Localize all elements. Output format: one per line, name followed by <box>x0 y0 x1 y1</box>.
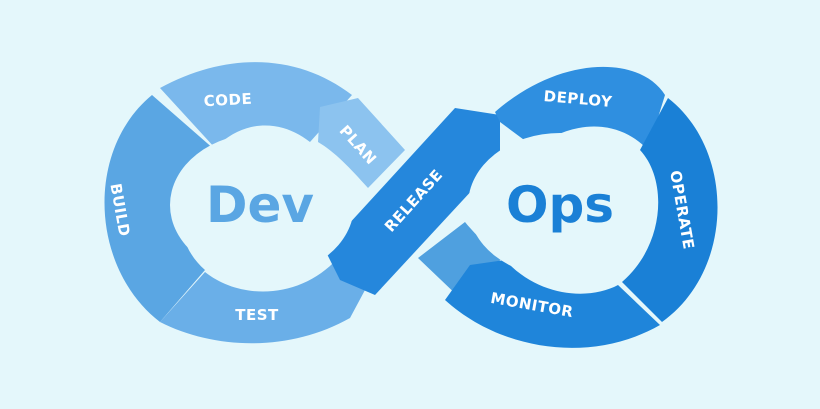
label-test: TEST <box>235 306 279 324</box>
segment-plan <box>318 98 405 188</box>
segment-code <box>160 62 352 148</box>
segment-test <box>160 258 365 344</box>
ops-title: Ops <box>506 176 614 234</box>
label-code: CODE <box>203 90 252 111</box>
segment-operate <box>622 98 718 322</box>
label-deploy: DEPLOY <box>543 87 614 111</box>
segment-monitor <box>445 260 660 348</box>
dev-title: Dev <box>206 176 314 234</box>
ops-hole <box>468 133 652 277</box>
segment-deploy <box>495 66 665 150</box>
segment-release <box>325 108 500 295</box>
segment-build <box>104 95 215 322</box>
dev-hole <box>170 133 354 277</box>
